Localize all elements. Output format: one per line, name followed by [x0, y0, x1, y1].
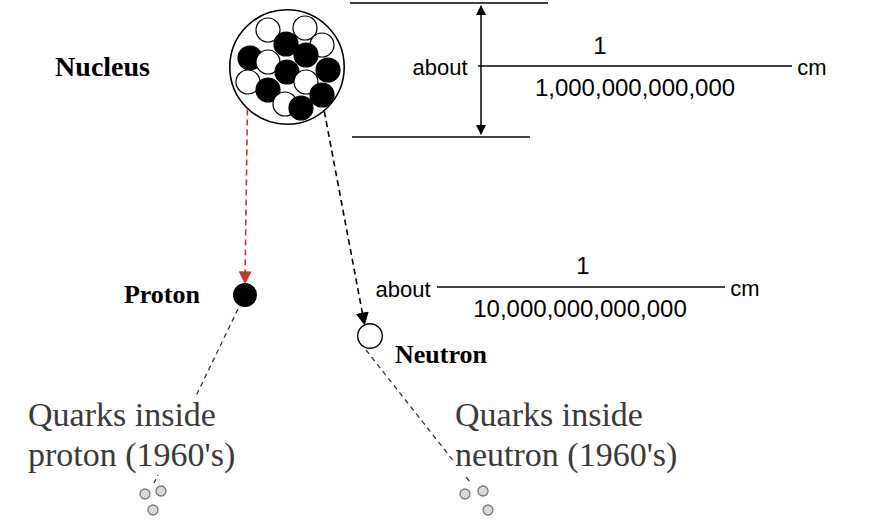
nucleon-group	[236, 16, 340, 120]
quark-label: Quarks inside neutron (1960's)	[455, 395, 715, 475]
quark-dot	[460, 489, 470, 499]
fraction-numerator: 1	[593, 32, 606, 60]
fraction-denominator: 10,000,000,000,000	[473, 295, 687, 323]
neutron-circle: Neutron	[357, 323, 383, 349]
dimension-text: about	[375, 277, 430, 302]
dashed-arrow	[245, 109, 247, 283]
quark-dot	[148, 505, 158, 515]
fraction-bar	[437, 286, 725, 287]
node-outline	[233, 283, 257, 307]
unit-text: cm	[730, 276, 759, 301]
node-shape	[230, 10, 344, 124]
node-shape	[358, 324, 383, 349]
dimension-line	[350, 2, 548, 3]
dashed-arrow	[324, 111, 364, 324]
node-heading: Nucleus	[55, 52, 150, 83]
node-outline	[357, 323, 383, 349]
dimension-text: about	[412, 55, 467, 80]
quark-label: Quarks inside proton (1960's)	[28, 395, 288, 475]
node-outline	[229, 9, 345, 125]
quark-dot	[156, 486, 166, 496]
node-shape	[234, 284, 257, 307]
quark-dot	[483, 505, 493, 515]
fraction-bar	[478, 65, 792, 66]
fraction-denominator: 1,000,000,000,000	[535, 74, 735, 102]
node-heading: Proton	[124, 281, 200, 310]
quark-group	[140, 486, 493, 515]
nucleus-circle: Nucleus	[229, 9, 345, 125]
proton-ball	[289, 96, 313, 120]
fraction-numerator: 1	[576, 252, 589, 280]
proton-ball	[294, 43, 318, 67]
quark-dot	[478, 486, 488, 496]
unit-text: cm	[797, 55, 826, 80]
proton-circle: Proton	[233, 283, 257, 307]
quark-dot	[140, 489, 150, 499]
proton-ball	[316, 58, 340, 82]
dimension-line	[352, 136, 530, 137]
dimension-arrow	[480, 6, 482, 134]
node-heading: Neutron	[395, 341, 487, 370]
